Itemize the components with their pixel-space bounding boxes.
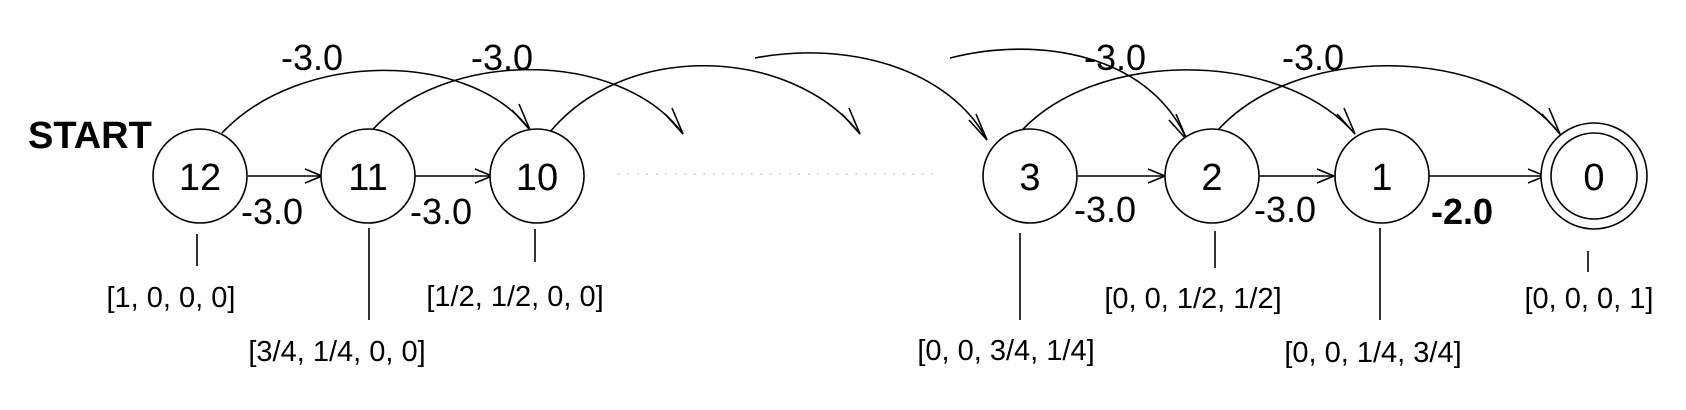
node-11: 11 [320,128,416,224]
edge-prev-3-arrowhead [968,113,988,141]
vector-1: [0, 0, 1/4, 3/4] [1284,337,1461,369]
node-12: 12 [152,128,248,224]
edge-weights: -3.0 -3.0 -3.0 -3.0 -3.0 -3.0 -3.0 -3.0 … [241,37,1493,232]
edge-prev-3 [754,52,988,141]
node-10: 10 [489,128,585,224]
edge-2-0 [1211,65,1561,138]
vector-2: [0, 0, 1/2, 1/2] [1104,283,1281,315]
edge-10-next-arrowhead [841,107,861,135]
weight-step-1-0: -2.0 [1431,191,1493,232]
node-vectors: [1, 0, 0, 0] [3/4, 1/4, 0, 0] [1/2, 1/2,… [107,228,1654,369]
node-10-label: 10 [516,157,558,199]
edge-11-next-arrowhead [664,107,684,135]
skip-edges [221,48,1561,141]
vector-12: [1, 0, 0, 0] [107,282,236,314]
edge-12-10-arrowhead [511,103,531,131]
vector-0: [0, 0, 0, 1] [1525,283,1654,315]
node-2-label: 2 [1201,157,1222,199]
edge-3-1-arrowhead [1336,107,1356,135]
node-0-inner-circle [1550,132,1638,220]
vector-3: [0, 0, 3/4, 1/4] [917,335,1094,367]
node-10-circle [489,128,585,224]
weight-skip-3-1: -3.0 [1282,37,1344,78]
edge-prev-2 [949,48,1188,141]
start-label: START [28,115,152,157]
weight-step-12-11: -3.0 [241,191,303,232]
weight-skip-prev-2: -3.0 [1084,37,1146,78]
vector-10: [1/2, 1/2, 0, 0] [426,281,603,313]
node-2-circle [1164,128,1260,224]
node-0-label: 0 [1583,157,1604,199]
node-2: 2 [1164,128,1260,224]
node-3: 3 [982,128,1078,224]
weight-skip-11-next: -3.0 [471,37,533,78]
node-1-circle [1334,128,1430,224]
node-1-label: 1 [1371,157,1392,199]
node-1: 1 [1334,128,1430,224]
edge-12-10 [221,69,531,134]
weight-step-11-10: -3.0 [410,191,472,232]
node-12-label: 12 [179,157,221,199]
node-12-circle [152,128,248,224]
node-11-circle [320,128,416,224]
weight-step-2-1: -3.0 [1254,189,1316,230]
vector-11: [3/4, 1/4, 0, 0] [248,336,425,368]
edge-2-1-arrowhead [1316,168,1337,184]
edge-11-next [367,68,684,136]
node-0: 0 [1540,122,1648,230]
weight-step-3-2: -3.0 [1074,189,1136,230]
edge-3-1 [1015,69,1356,138]
node-3-circle [982,128,1078,224]
node-11-label: 11 [348,157,387,199]
node-3-label: 3 [1019,157,1040,199]
edge-2-0-arrowhead [1541,107,1561,135]
edge-prev-2-arrowhead [1168,113,1188,141]
weight-skip-12-10: -3.0 [281,37,343,78]
edge-10-next [545,65,861,138]
